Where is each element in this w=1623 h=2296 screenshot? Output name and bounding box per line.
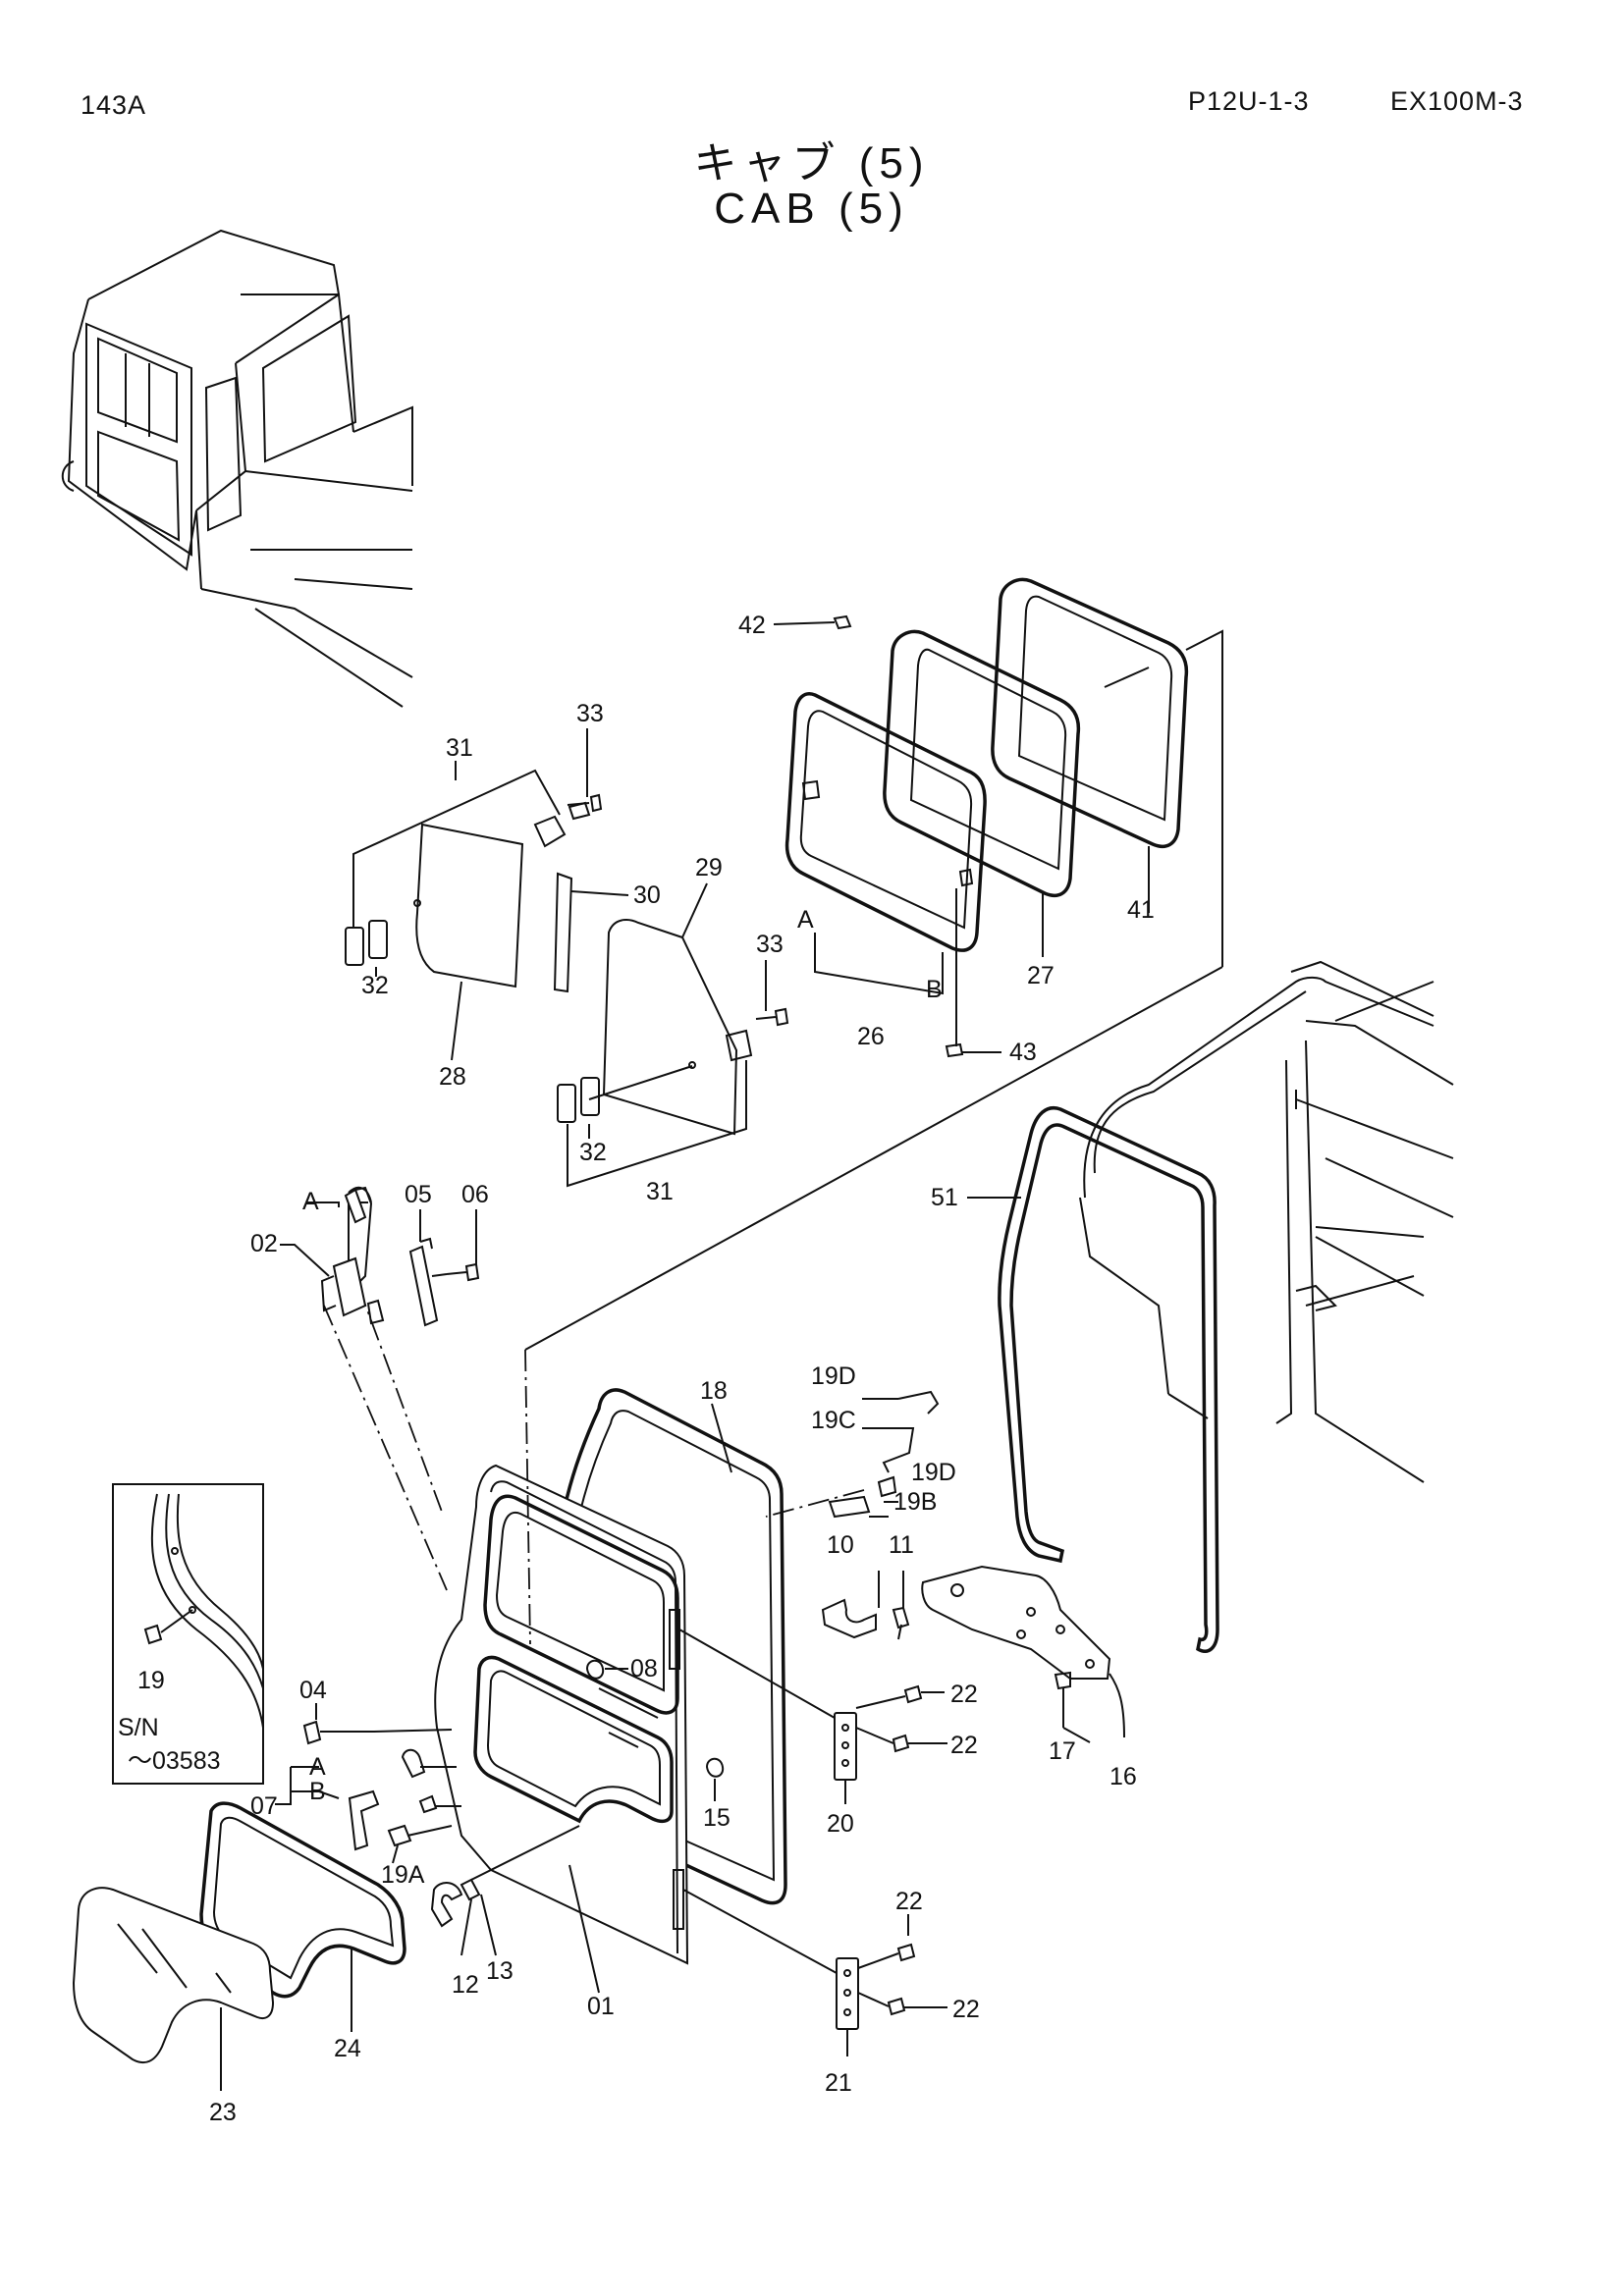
callout-17: 17 [1049,1737,1076,1765]
callout-41: 41 [1127,896,1155,924]
callout-42: 42 [738,612,766,639]
callout-11: 11 [889,1531,914,1559]
door-seal-51 [967,1106,1219,1653]
bracket-and-plate [821,1565,1125,1738]
callout-02: 02 [250,1230,278,1257]
page-code: 143A [81,90,147,120]
window-frames [524,577,1223,1351]
callout-a-lower: A [309,1753,326,1781]
callout-22-a: 22 [950,1681,978,1708]
callout-19b: 19B [893,1488,937,1516]
callout-26: 26 [857,1023,885,1050]
callout-07: 07 [250,1792,278,1820]
callout-31-lower: 31 [646,1178,674,1205]
callout-33-upper: 33 [576,700,604,727]
section-code: P12U-1-3 [1188,86,1310,116]
callout-21: 21 [825,2069,852,2097]
callout-27: 27 [1027,962,1055,989]
callout-19a: 19A [381,1861,425,1889]
callout-30: 30 [633,881,661,909]
callout-leaders [375,728,1091,1994]
cab-overview-illustration [61,229,413,708]
callout-18: 18 [700,1377,728,1405]
callout-32-lower: 32 [579,1139,607,1166]
serial-inset-box [112,1483,264,1785]
callout-33-lower: 33 [756,931,784,958]
door-assembly [323,1285,865,1965]
callout-43: 43 [1009,1039,1037,1066]
callout-10: 10 [827,1531,854,1559]
callout-08: 08 [630,1655,658,1682]
callout-28: 28 [439,1063,466,1091]
callout-31-upper: 31 [446,734,473,762]
callout-04: 04 [299,1677,327,1704]
cab-body-illustration [1079,960,1454,1483]
callout-a-upper: A [797,906,814,934]
callout-a-mid: A [302,1188,319,1215]
upper-window-assembly [345,769,789,1188]
callout-06: 06 [461,1181,489,1208]
callout-19d-bottom: 19D [911,1459,956,1486]
rod-parts [828,1390,940,1519]
door-small-parts [275,1659,725,1928]
callout-19d-top: 19D [811,1362,856,1390]
inset-serial-label: S/N [118,1714,159,1741]
callout-05: 05 [405,1181,432,1208]
model-code: EX100M-3 [1390,86,1524,116]
callout-51: 51 [931,1184,958,1211]
door-glass-and-seal [72,1801,406,2091]
title-japanese: キャブ (5) [693,139,930,187]
callout-22-d: 22 [952,1996,980,2023]
callout-13: 13 [486,1957,514,1985]
callout-19c: 19C [811,1407,856,1434]
callout-22-c: 22 [895,1888,923,1915]
hinges [678,1629,947,2056]
inset-part-19: 19 [137,1667,165,1694]
lock-parts [280,1186,480,1327]
title-english: CAB (5) [714,185,909,233]
callout-24: 24 [334,2035,361,2062]
callout-b-upper: B [926,976,943,1003]
callout-12: 12 [452,1971,479,1999]
callout-22-b: 22 [950,1732,978,1759]
part-callouts: 42 33 31 30 29 33 A B 26 27 41 43 32 28 … [118,612,1155,2126]
callout-29: 29 [695,854,723,881]
callout-20: 20 [827,1810,854,1838]
callout-15: 15 [703,1804,730,1832]
callout-01: 01 [587,1993,615,2020]
callout-32-upper: 32 [361,972,389,999]
inset-serial-range: ～03583 [128,1747,221,1775]
callout-b-lower: B [309,1778,326,1805]
callout-16: 16 [1109,1763,1137,1790]
callout-23: 23 [209,2099,237,2126]
